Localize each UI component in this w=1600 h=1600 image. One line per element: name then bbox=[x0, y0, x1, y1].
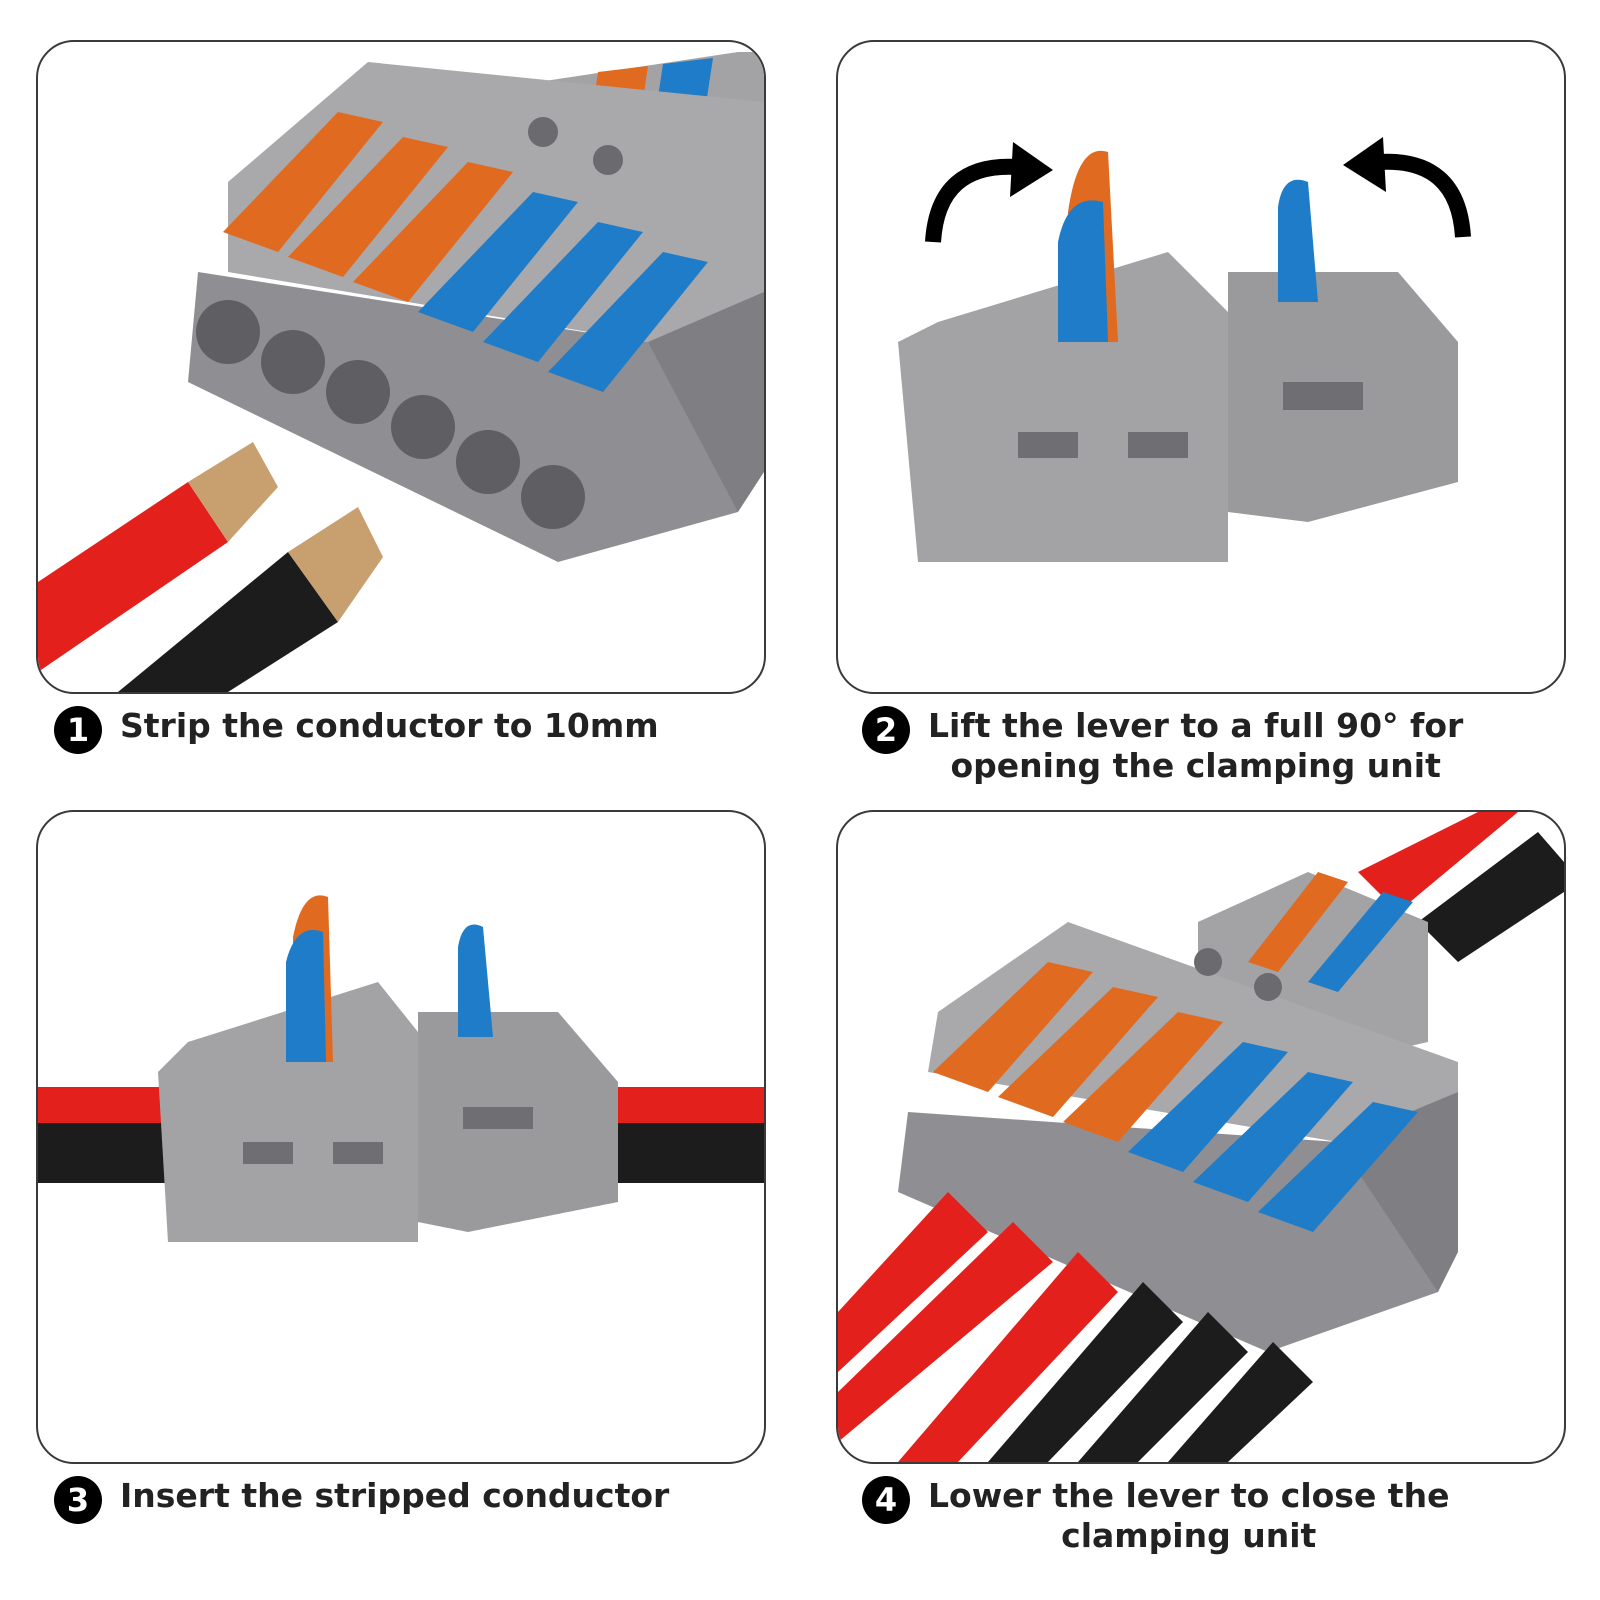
step-1-image-panel bbox=[36, 40, 766, 694]
step-3-image-panel bbox=[36, 810, 766, 1464]
connector-with-inserted-wires-illustration bbox=[38, 895, 764, 1242]
caption-line: opening the clamping unit bbox=[950, 746, 1441, 785]
step-2-caption: 2 Lift the lever to a full 90° for openi… bbox=[862, 706, 1463, 786]
caption-line: Lift the lever to a full 90° for bbox=[928, 706, 1464, 745]
step-4-text: Lower the lever to close the clamping un… bbox=[928, 1476, 1449, 1556]
step-3-caption: 3 Insert the stripped conductor bbox=[54, 1476, 669, 1524]
step-1-text: Strip the conductor to 10mm bbox=[120, 706, 659, 746]
step-number-badge: 4 bbox=[862, 1476, 910, 1524]
caption-line: Strip the conductor to 10mm bbox=[120, 706, 659, 745]
step-2-text: Lift the lever to a full 90° for opening… bbox=[928, 706, 1463, 786]
connector-levers-lifted-illustration bbox=[898, 137, 1471, 562]
step-4-image-panel bbox=[836, 810, 1566, 1464]
step-2-image-panel bbox=[836, 40, 1566, 694]
caption-line: clamping unit bbox=[1061, 1516, 1317, 1555]
caption-line: Insert the stripped conductor bbox=[120, 1476, 670, 1515]
step-number-badge: 2 bbox=[862, 706, 910, 754]
step-number-badge: 1 bbox=[54, 706, 102, 754]
step-number-badge: 3 bbox=[54, 1476, 102, 1524]
step-3-text: Insert the stripped conductor bbox=[120, 1476, 669, 1516]
step-1-caption: 1 Strip the conductor to 10mm bbox=[54, 706, 659, 754]
connector-with-stripped-wires-illustration bbox=[38, 52, 764, 692]
caption-line: Lower the lever to close the bbox=[928, 1476, 1450, 1515]
step-4-caption: 4 Lower the lever to close the clamping … bbox=[862, 1476, 1449, 1556]
connector-levers-closed-illustration bbox=[838, 812, 1564, 1462]
